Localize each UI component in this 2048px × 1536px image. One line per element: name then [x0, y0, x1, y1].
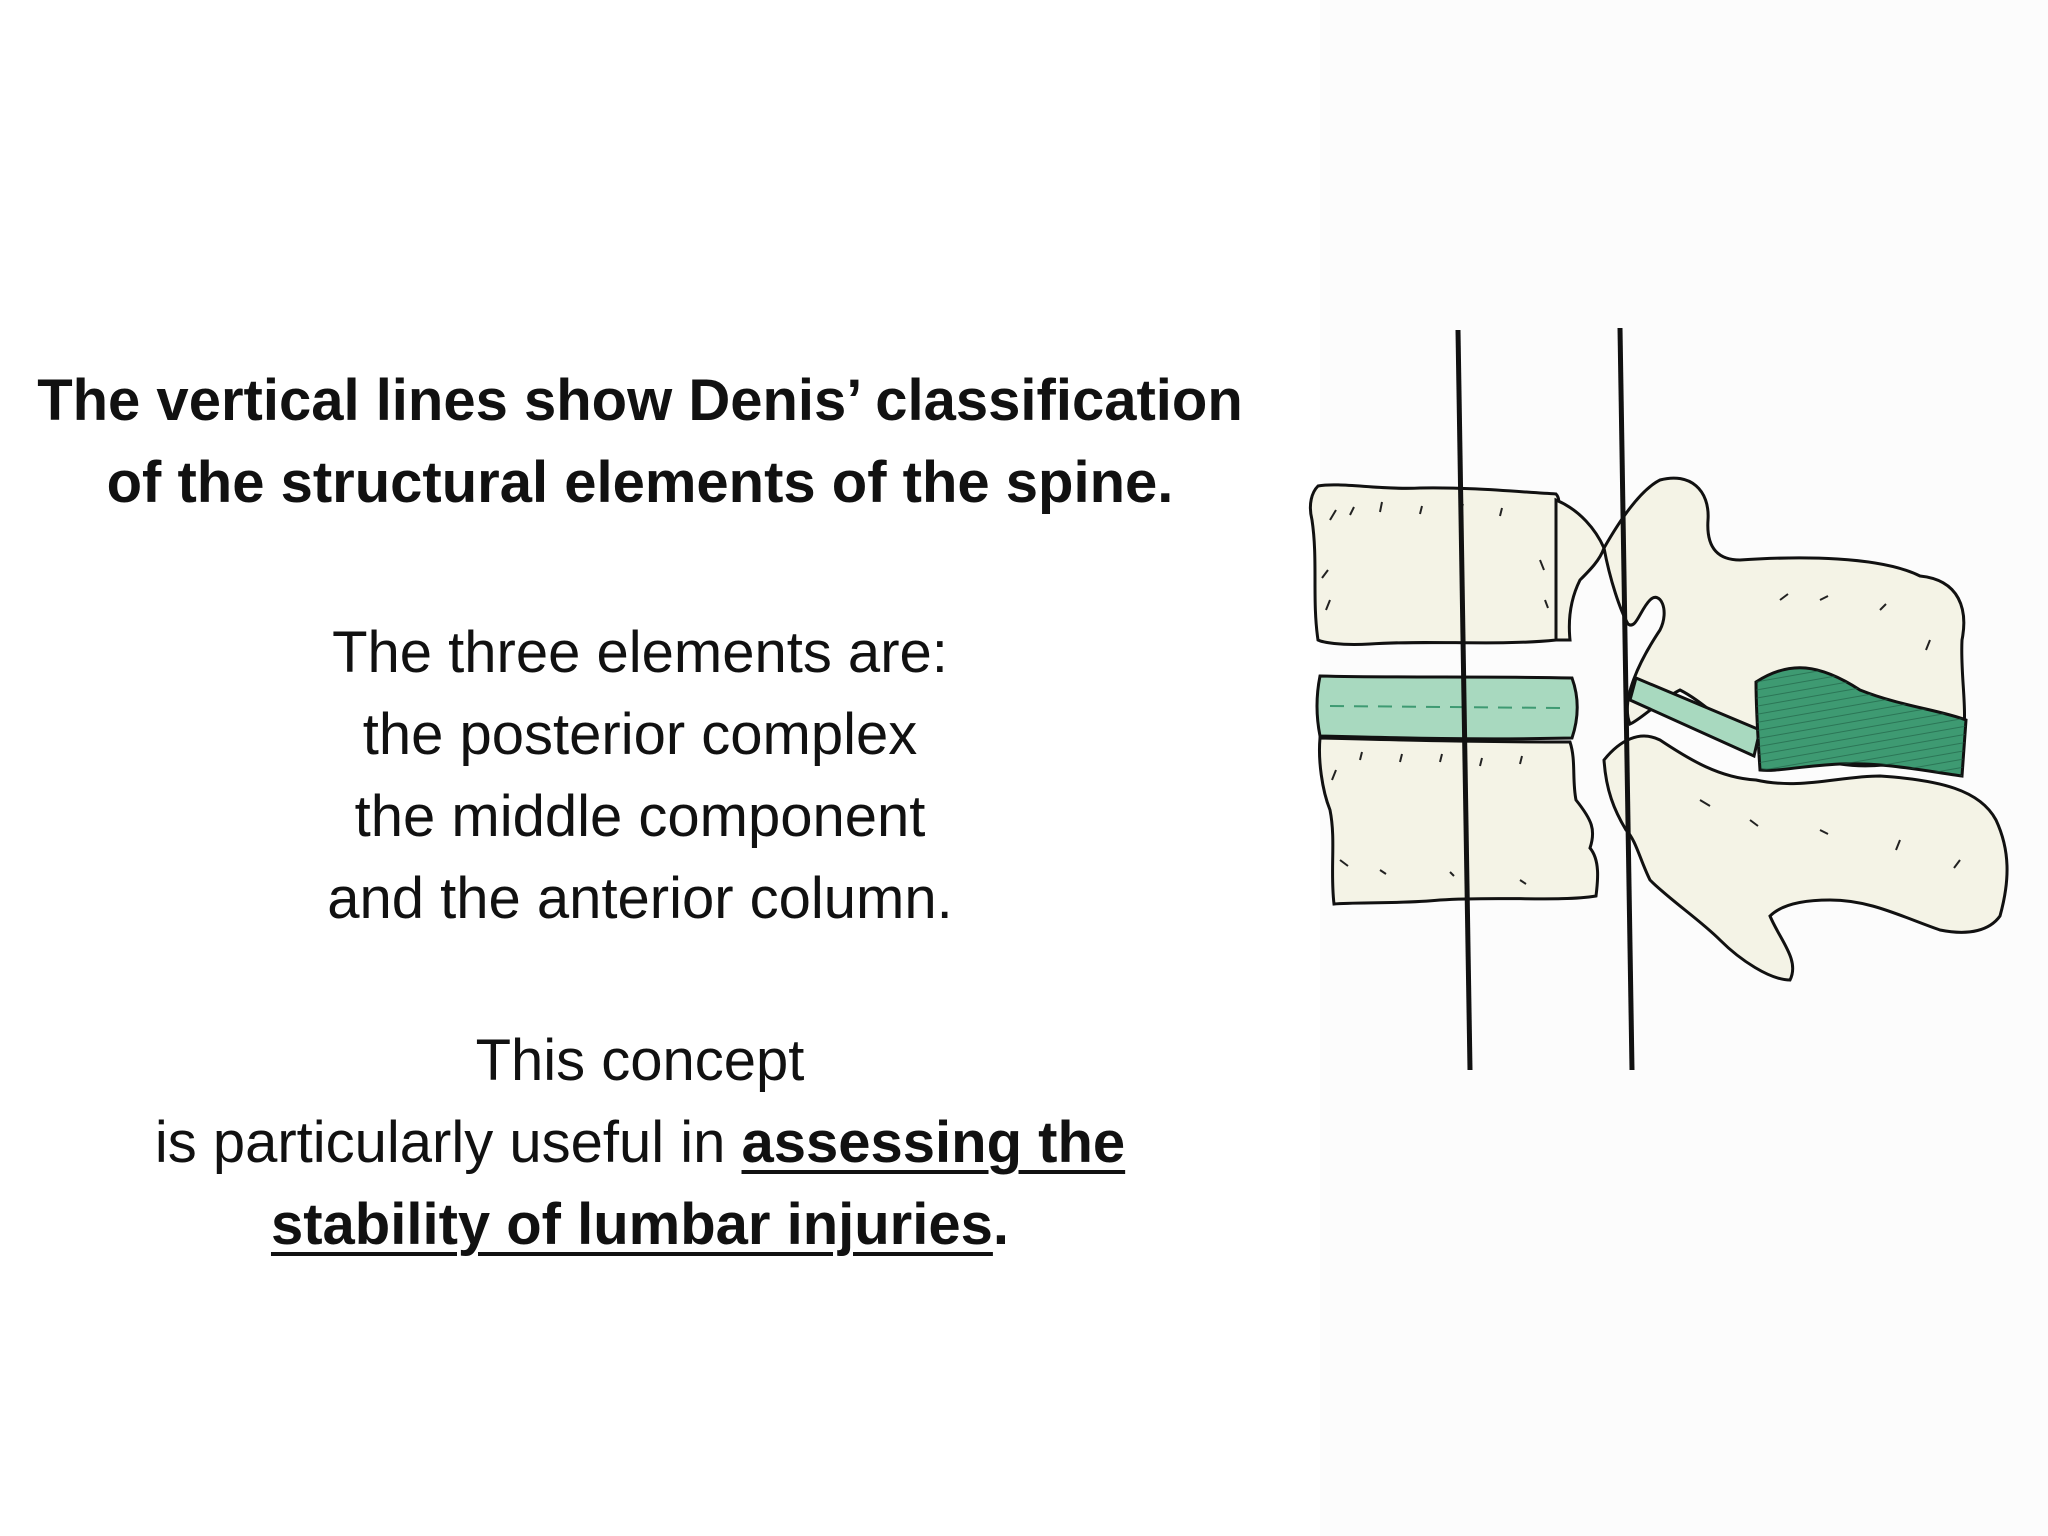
- slide-heading: The vertical lines show Denis’ classific…: [20, 360, 1260, 524]
- lower-posterior-elements: [1602, 734, 2009, 982]
- lower-vertebral-body: [1318, 736, 1600, 906]
- heading-line-2: of the structural elements of the spine.: [106, 450, 1174, 515]
- upper-vertebral-body: [1308, 483, 1562, 646]
- concept-line-3: stability of lumbar injuries.: [20, 1184, 1260, 1266]
- upper-pedicle: [1554, 497, 1606, 642]
- heading-line-1: The vertical lines show Denis’ classific…: [37, 368, 1243, 433]
- concept-line-2: is particularly useful in assessing the: [20, 1102, 1260, 1184]
- concept-line-2-prefix: is particularly useful in: [154, 1110, 742, 1175]
- element-middle-component: the middle component: [354, 784, 926, 849]
- elements-list: The three elements are: the posterior co…: [20, 612, 1260, 940]
- element-posterior-complex: the posterior complex: [362, 702, 918, 767]
- concept-line-3-suffix: .: [992, 1192, 1010, 1257]
- bone-texture: [1321, 501, 1961, 885]
- concept-paragraph: This concept is particularly useful in a…: [20, 1020, 1260, 1266]
- concept-emphasis-1: assessing the: [741, 1110, 1126, 1175]
- elements-intro: The three elements are:: [332, 620, 948, 685]
- posterior-ligament: [1628, 675, 1762, 759]
- concept-emphasis-2: stability of lumbar injuries: [270, 1192, 993, 1257]
- concept-line-1: This concept: [475, 1028, 805, 1093]
- spine-diagram: [1308, 327, 2009, 1071]
- intervertebral-disc: [1315, 674, 1579, 741]
- anterior-middle-division-line: [1455, 329, 1473, 1071]
- element-anterior-column: and the anterior column.: [327, 866, 953, 931]
- middle-posterior-division-line: [1617, 327, 1635, 1071]
